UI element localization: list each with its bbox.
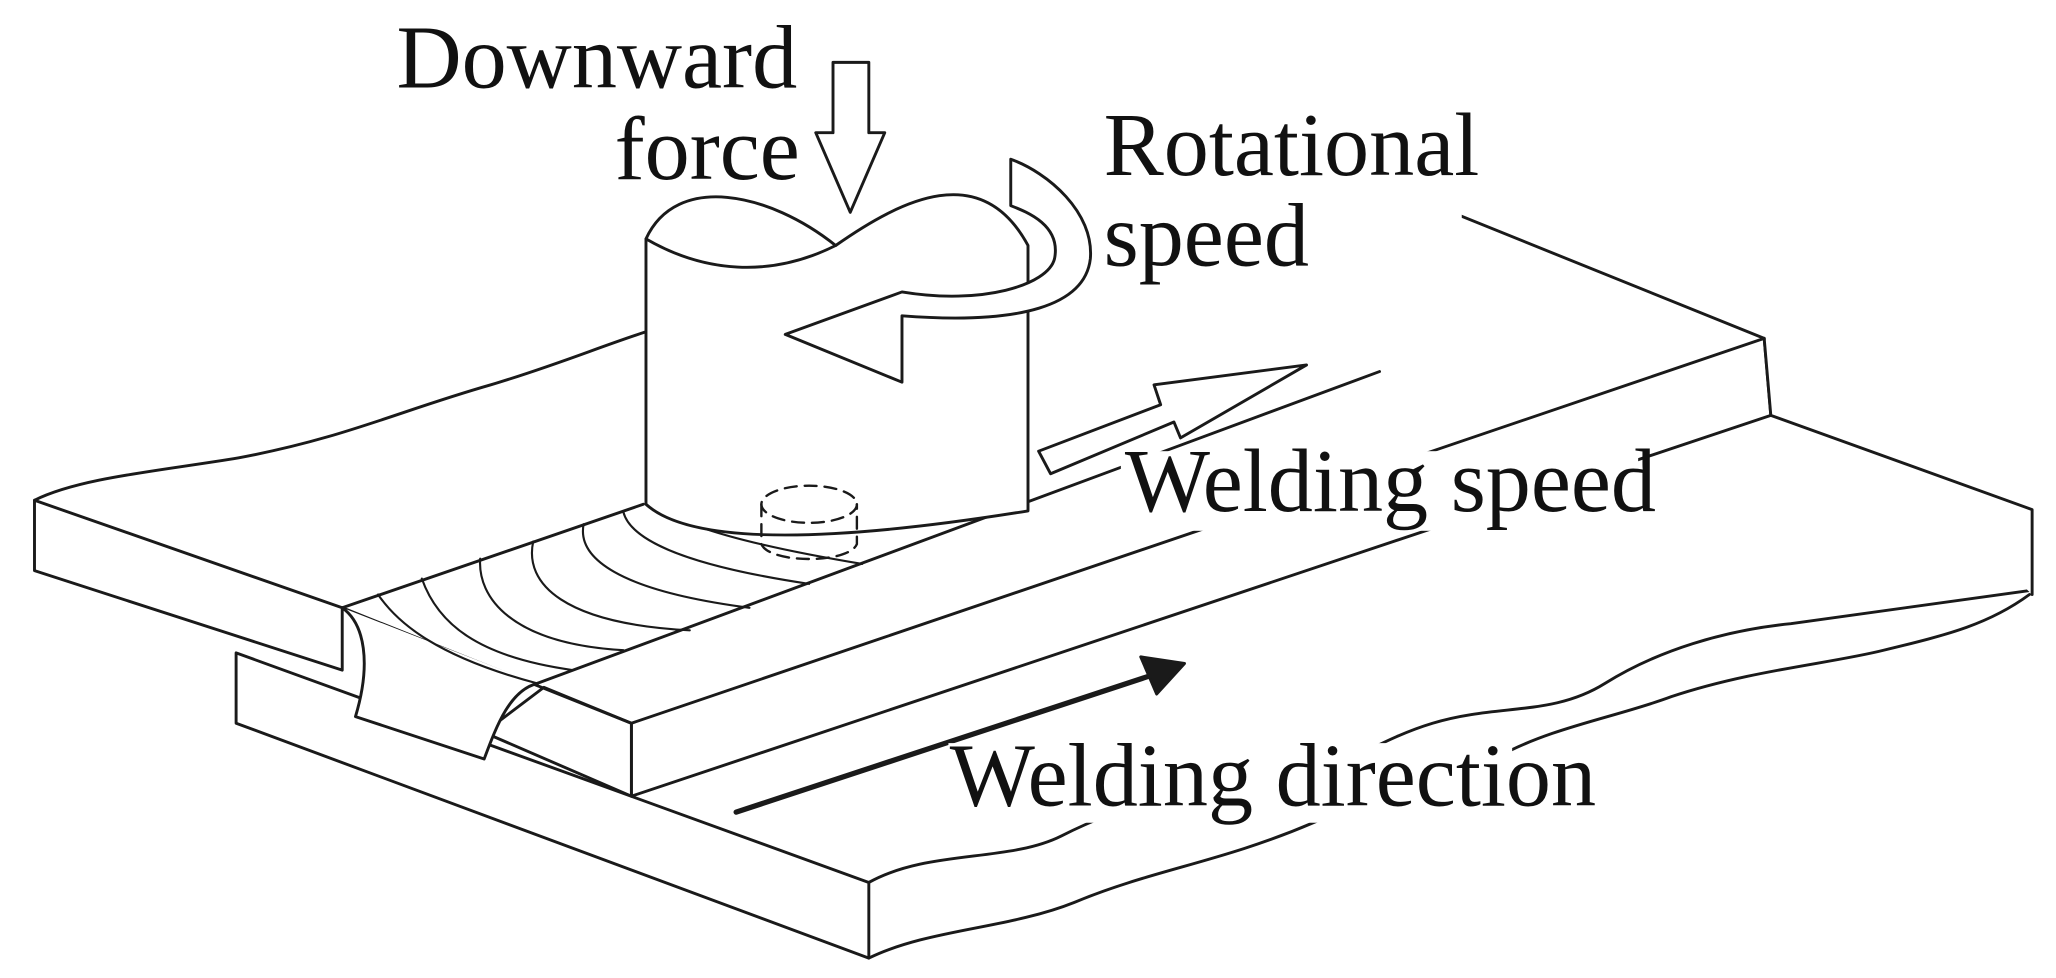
labels xyxy=(948,119,1639,823)
welding-direction-arrow xyxy=(733,655,1186,815)
tool-pin xyxy=(760,484,859,561)
tool-shoulder xyxy=(644,193,1030,537)
joint-line xyxy=(535,370,1381,685)
welding-speed-label: Welding speed xyxy=(1125,431,1656,531)
downward-force-label-line1: Downward xyxy=(396,8,797,108)
rotation-arrow xyxy=(783,157,1092,384)
welding-speed-arrow xyxy=(1037,363,1309,476)
weld-top-edge xyxy=(340,502,645,610)
weld-bead xyxy=(340,503,864,761)
welding-direction-label: Welding direction xyxy=(950,725,1596,825)
downward-force-arrow xyxy=(814,60,887,214)
rotational-speed-label-line2: speed xyxy=(1104,185,1309,285)
rotational-speed-label-line1: Rotational xyxy=(1104,95,1480,195)
downward-force-label-line2: force xyxy=(615,99,800,199)
